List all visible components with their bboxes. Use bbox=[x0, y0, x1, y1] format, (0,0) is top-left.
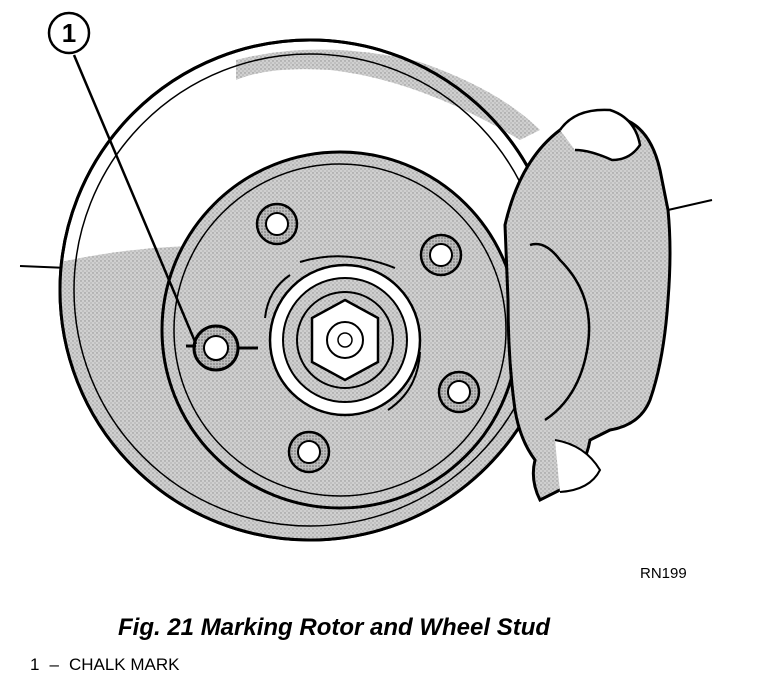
legend-separator: – bbox=[49, 655, 59, 674]
brake-caliper bbox=[503, 108, 713, 503]
figure-code: RN199 bbox=[640, 565, 687, 582]
legend-number: 1 bbox=[30, 655, 40, 674]
figure-caption: Fig. 21 Marking Rotor and Wheel Stud bbox=[118, 614, 551, 641]
wheel-stud bbox=[419, 233, 463, 277]
wheel-stud bbox=[192, 324, 240, 372]
legend: 1–CHALK MARK bbox=[30, 655, 179, 675]
callout-1: 1 bbox=[47, 11, 198, 345]
callout-number: 1 bbox=[62, 18, 76, 48]
wheel-stud bbox=[287, 430, 331, 474]
wheel-stud bbox=[437, 370, 481, 414]
wheel-stud bbox=[255, 202, 299, 246]
leader-line bbox=[72, 54, 198, 345]
chalk-mark bbox=[186, 344, 258, 350]
brake-rotor-illustration: 1 bbox=[19, 11, 713, 542]
legend-label: CHALK MARK bbox=[68, 655, 180, 674]
wheel-hub bbox=[264, 255, 422, 417]
